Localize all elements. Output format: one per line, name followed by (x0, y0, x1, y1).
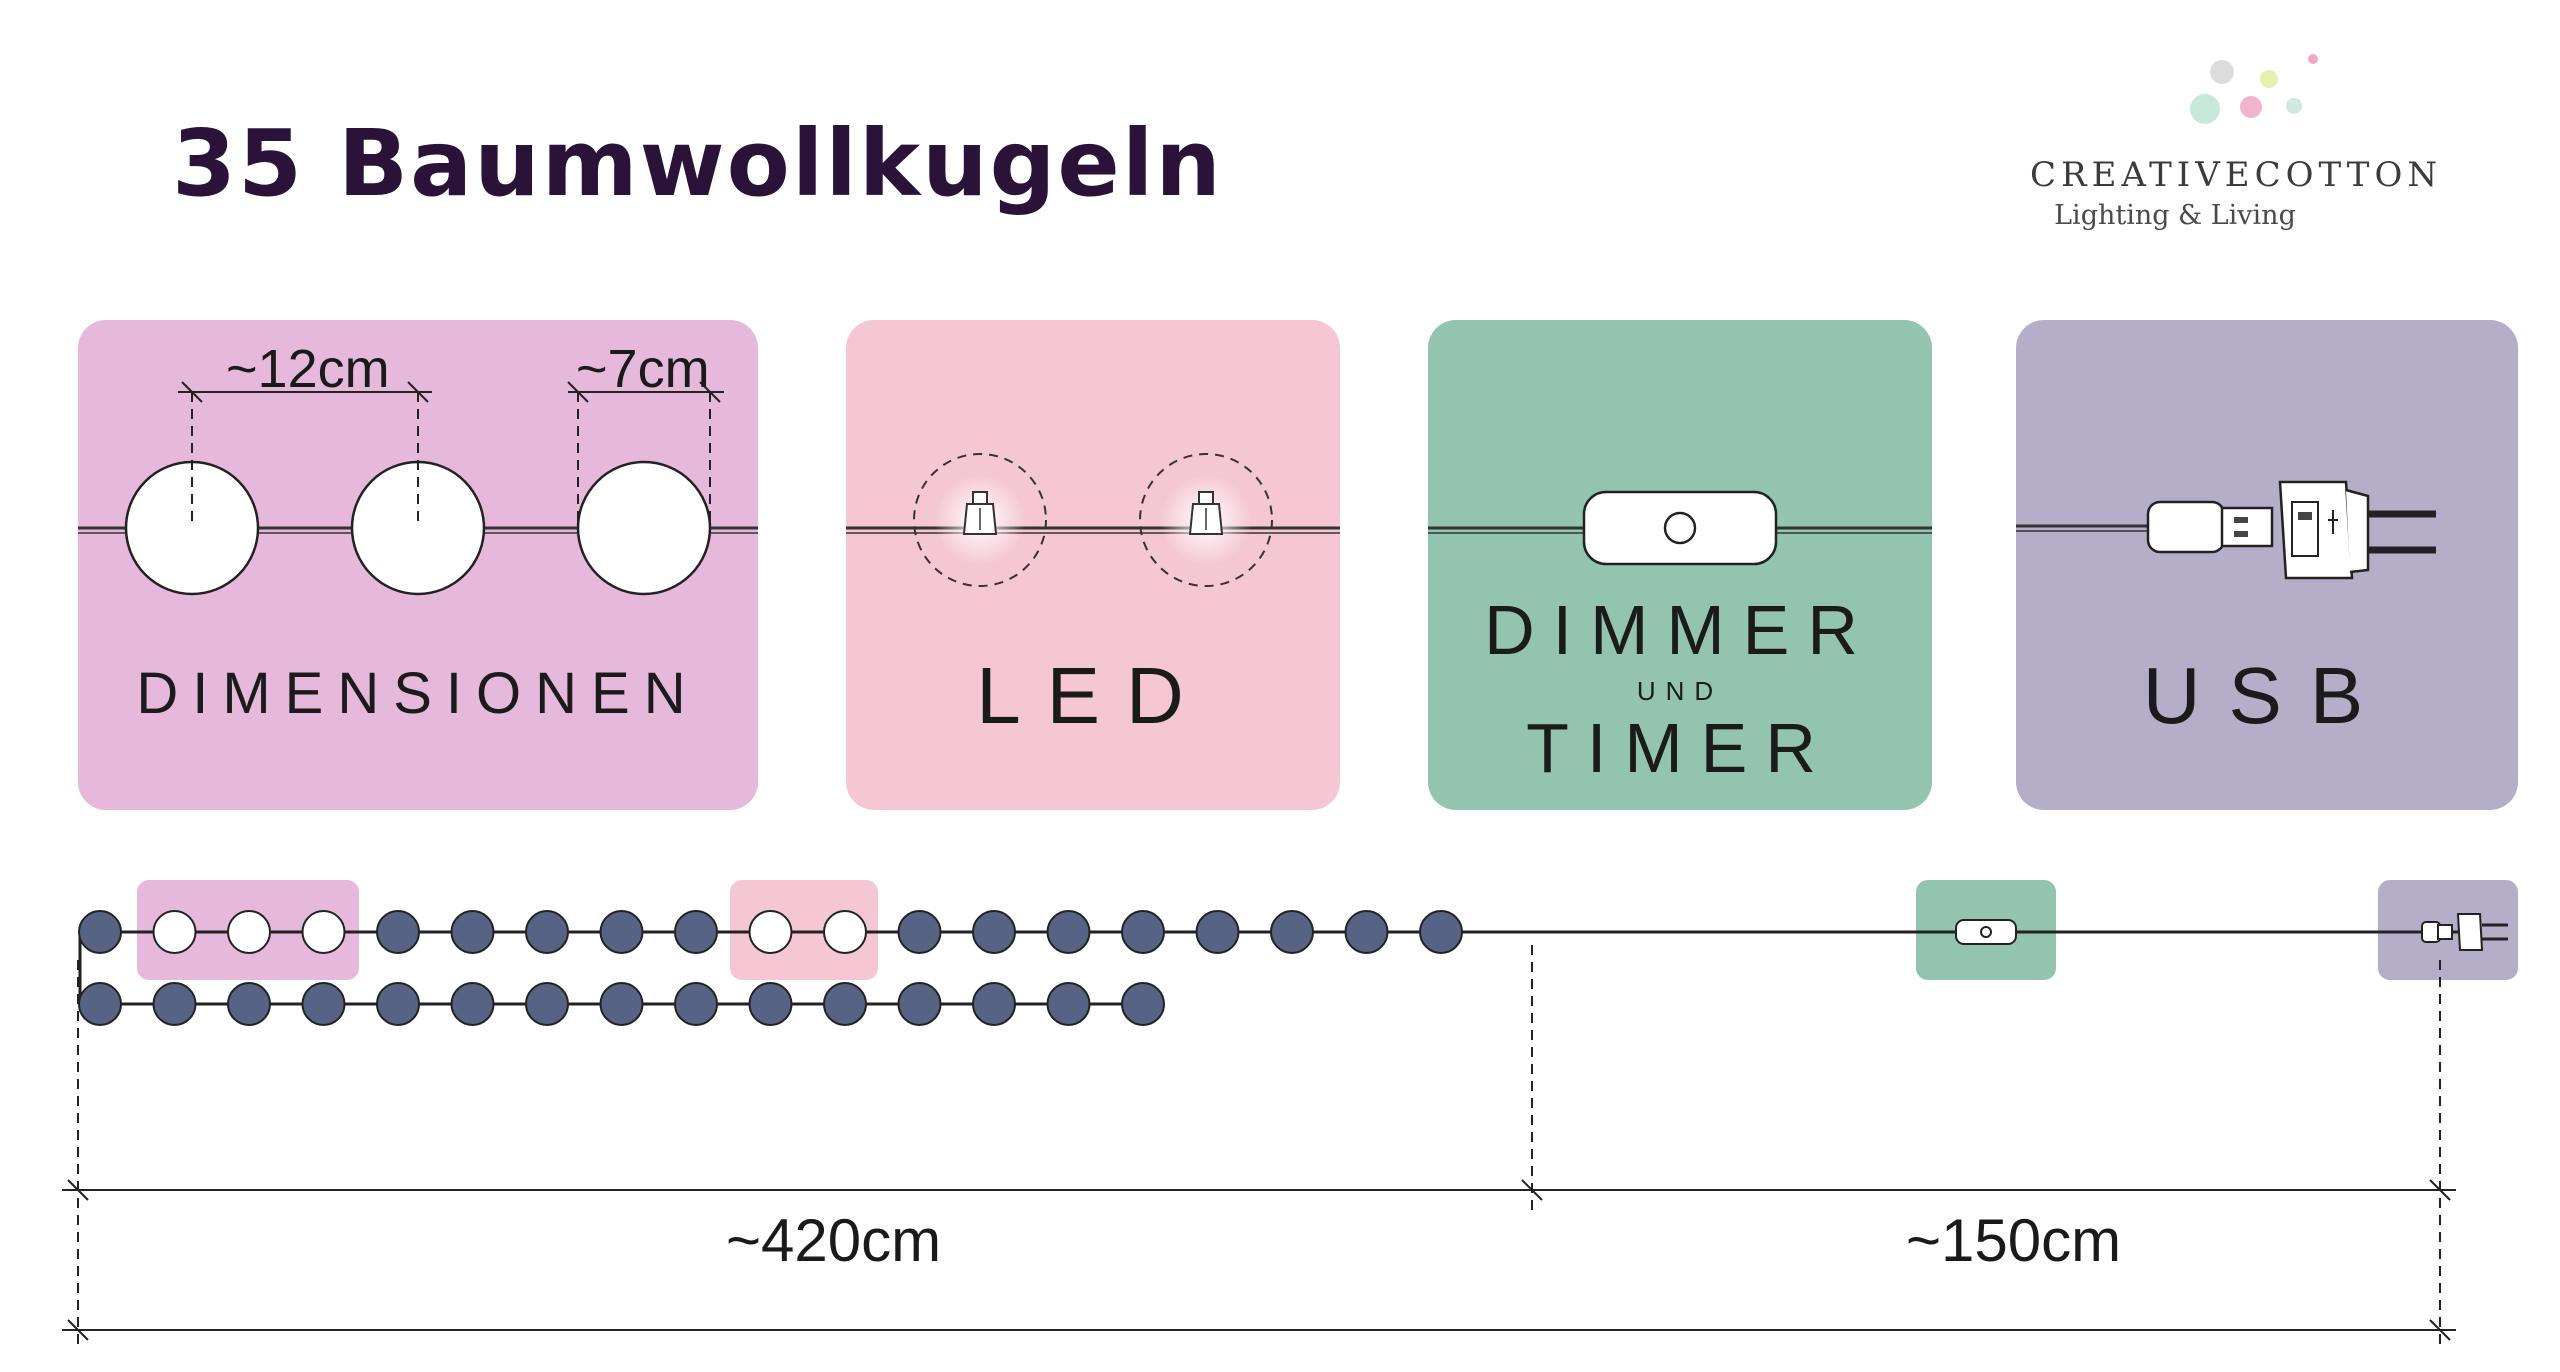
usb-illustration (2016, 480, 2436, 580)
led-bulb-icon (1188, 491, 1224, 535)
strand-ball (1344, 910, 1389, 954)
highlight-led (730, 880, 878, 980)
led-illustration (846, 453, 1340, 587)
strand-ball (823, 982, 867, 1026)
length-cable-label: ~150cm (1906, 1207, 2122, 1274)
highlight-usb (2378, 880, 2518, 980)
brand-logo: CREATIVECOTTON Lighting & Living (2030, 50, 2437, 250)
strand-ball (525, 910, 569, 954)
strand-ball (152, 982, 197, 1026)
strand-ball (450, 982, 495, 1026)
brand-tagline: Lighting & Living (2054, 200, 2296, 231)
usb-mini-icon (2421, 913, 2508, 951)
panel-led: LED (846, 320, 1340, 810)
strand-ball (1195, 910, 1240, 954)
size-small-label: ~7cm (576, 339, 710, 399)
panel-usb: USB (2016, 320, 2518, 810)
logo-dot (2240, 96, 2262, 118)
strand-ball (1046, 982, 1091, 1026)
panel-dimmer: DIMMER UND TIMER (1428, 320, 1932, 810)
strand-ball (301, 982, 346, 1026)
strand-ball (376, 910, 420, 954)
strand-ball (1121, 982, 1165, 1026)
dimmer-button-icon (1663, 511, 1697, 545)
panel-usb-label: USB (2142, 651, 2392, 740)
size-large-label: ~12cm (226, 339, 390, 399)
page-title: 35 Baumwollkugeln (172, 110, 1223, 217)
strand-ball (227, 982, 271, 1026)
strand-ball (1121, 910, 1165, 954)
logo-dot (2260, 70, 2278, 88)
length-string-label: ~420cm (726, 1207, 942, 1274)
strand-ball (1046, 910, 1091, 954)
strand-ball (1419, 910, 1463, 954)
strand-ball (78, 982, 122, 1026)
led-ring (913, 453, 1047, 587)
strand-row-2 (78, 982, 1165, 1026)
panel-dimmer-label: DIMMER (1484, 591, 1876, 669)
strand-ball (450, 910, 495, 954)
strand-ball-highlight (748, 910, 793, 954)
ball-small (576, 460, 712, 596)
strand-ball-highlight (227, 910, 271, 954)
highlight-dimensions (137, 880, 359, 980)
strand-ball (972, 982, 1016, 1026)
dimmer-mini-icon (1955, 919, 2017, 945)
logo-dot (2210, 60, 2234, 84)
highlight-dimmer (1916, 880, 2056, 980)
strand-ball (525, 982, 569, 1026)
strand-ball (674, 910, 718, 954)
panel-dimensions: ~12cm ~7cm DIMENSIONEN (78, 320, 758, 810)
panel-dimensions-label: DIMENSIONEN (136, 661, 700, 726)
strand-ball (78, 910, 122, 954)
strand-ball-highlight (152, 910, 197, 954)
strand-ball (897, 910, 942, 954)
panel-dimmer-and-label: UND (1636, 676, 1724, 706)
strand-ball-highlight (823, 910, 867, 954)
led-ring (1139, 453, 1273, 587)
brand-name: CREATIVECOTTON (2030, 155, 2443, 195)
panel-led-label: LED (976, 651, 1210, 740)
strand-ball (599, 910, 644, 954)
logo-dot (2308, 54, 2318, 64)
led-bulb-icon (962, 491, 998, 535)
strand-ball (674, 982, 718, 1026)
panel-timer-label: TIMER (1526, 709, 1834, 787)
strand-ball (376, 982, 420, 1026)
strand-ball-highlight (301, 910, 346, 954)
logo-dot (2190, 94, 2220, 124)
logo-dot (2286, 98, 2302, 114)
strand-ball (748, 982, 793, 1026)
strand-ball (599, 982, 644, 1026)
strand-ball (897, 982, 942, 1026)
strand-row-1 (78, 910, 1463, 954)
power-adapter-icon (2278, 480, 2436, 580)
dimensions-illustration (78, 381, 758, 596)
strand-ball (1270, 910, 1314, 954)
strand-ball (972, 910, 1016, 954)
usb-plug-icon (2146, 500, 2274, 554)
dimmer-illustration (1428, 490, 1932, 566)
